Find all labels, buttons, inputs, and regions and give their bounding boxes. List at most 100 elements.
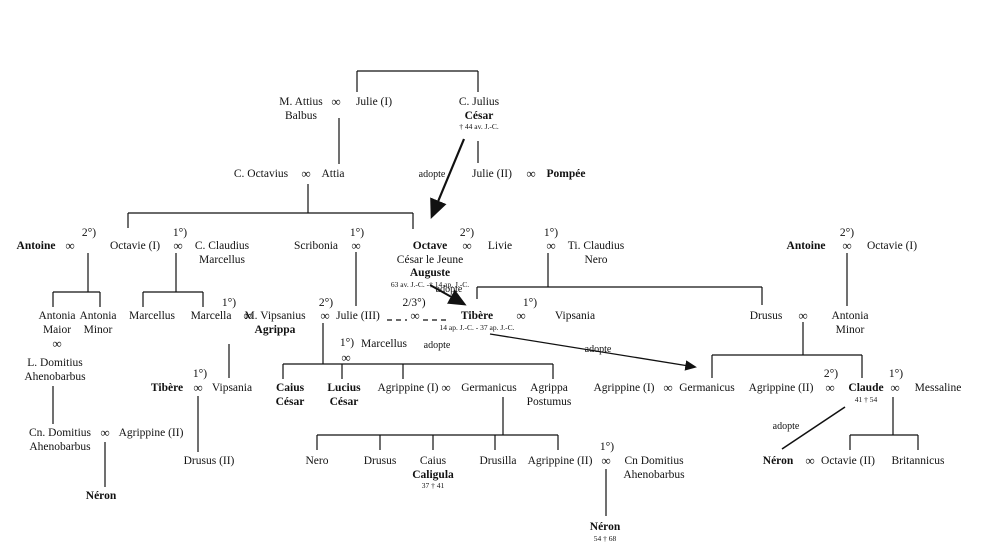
order-marcella-agrippa-text-0: 1°): [221, 297, 237, 309]
node-scribonia: Scribonia: [294, 240, 338, 254]
node-agrippine2-right: Agrippine (II): [749, 382, 814, 396]
order-tibere-vipsania-left: 1°): [193, 368, 207, 382]
order-octave-livie-text-0: 2°): [459, 227, 475, 239]
node-octavie1-right: Octavie (I): [867, 240, 917, 254]
order-octavie1-claudius: 1°): [173, 227, 187, 241]
node-vipsania-main: Vipsania: [555, 310, 595, 324]
order-octave-livie: 2°): [460, 227, 474, 241]
marriage-agrippine2-claude: ∞: [825, 381, 834, 395]
marriage-octave-livie: ∞: [462, 239, 471, 253]
order-scribonia-octave-text-0: 1°): [349, 227, 365, 239]
node-m-attius-balbus-text-1: Balbus: [285, 109, 317, 122]
order-tibere-vipsania-left-text-0: 1°): [192, 368, 208, 380]
node-tibere-emperor-text-1: 14 ap. J.-C. - 37 ap. J.-C.: [439, 322, 515, 332]
node-livie: Livie: [488, 240, 512, 254]
node-caius-cesar-text-1: César: [275, 395, 305, 408]
node-cn-domitius-right-text-1: Ahenobarbus: [623, 468, 685, 481]
node-antonia-maior-text-1: Maior: [42, 323, 72, 336]
node-drusus-son-text-0: Drusus: [363, 455, 397, 467]
node-livie-text-0: Livie: [487, 240, 513, 252]
node-antonia-minor-right-text-0: Antonia: [831, 310, 869, 322]
marriage-octavius-attia: ∞: [301, 167, 310, 181]
label-adopte-tibere-germanicus-text-0: adopte: [584, 344, 612, 355]
node-germanicus-left-text-0: Germanicus: [461, 382, 517, 394]
marriage-julie2-pompee: ∞: [526, 167, 535, 181]
marriage-julie3-tibere-text-0: ∞: [410, 308, 420, 323]
node-c-julius-cesar-text-0: C. Julius: [458, 96, 500, 108]
node-octave-auguste-text-2: Auguste: [409, 267, 451, 279]
node-agrippine1-right: Agrippine (I): [594, 382, 655, 396]
node-c-claudius-marcellus-text-0: C. Claudius: [194, 240, 250, 252]
node-britannicus-text-0: Britannicus: [891, 455, 945, 467]
marriage-agrippine2-claude-text-0: ∞: [825, 380, 835, 395]
node-antoine-right: Antoine: [787, 240, 826, 254]
node-drusus-2: Drusus (II): [184, 455, 235, 469]
node-c-octavius-text-0: C. Octavius: [233, 168, 289, 180]
node-caligula-text-0: Caius: [419, 455, 447, 467]
node-agrippine1-left-text-0: Agrippine (I): [377, 382, 439, 394]
node-antoine-left: Antoine: [17, 240, 56, 254]
node-messaline: Messaline: [915, 382, 962, 396]
label-adopte-left: adopte: [424, 340, 451, 351]
marriage-livie-nero: ∞: [546, 239, 555, 253]
node-antoine-left-text-0: Antoine: [16, 240, 56, 252]
node-marcellus-son: Marcellus: [129, 310, 175, 324]
node-octave-auguste-text-3: 63 av. J.-C. -† 14 ap. J.-C.: [390, 279, 470, 289]
node-cn-domitius-left-text-1: Ahenobarbus: [29, 440, 91, 453]
marriage-julie3-tibere: ∞: [410, 309, 419, 323]
node-agrippine2-center-text-0: Agrippine (II): [527, 455, 593, 467]
node-julie-3-text-0: Julie (III): [336, 310, 380, 322]
node-drusus-elder: Drusus: [750, 310, 783, 324]
node-vipsania-left-text-0: Vipsania: [211, 382, 253, 394]
node-octavie1-left: Octavie (I): [110, 240, 160, 254]
marriage-scribonia-octave-text-0: ∞: [351, 238, 361, 253]
node-agrippine1-right-text-0: Agrippine (I): [593, 382, 655, 394]
node-tibere-emperor-text-0: Tibère: [460, 310, 494, 322]
node-marcellus-son-text-0: Marcellus: [129, 310, 175, 322]
node-germanicus-right-text-0: Germanicus: [679, 382, 735, 394]
order-scribonia-octave: 1°): [350, 227, 364, 241]
label-adopte-claude-neron-text-0: adopte: [772, 421, 800, 432]
node-drusus-elder-text-0: Drusus: [749, 310, 783, 322]
label-adopte-auguste-tibere: adopte: [436, 284, 463, 295]
node-drusilla: Drusilla: [479, 455, 516, 469]
marriage-antoine-octavie1-right: ∞: [842, 239, 851, 253]
order-agrippa-julie3-text-0: 2°): [318, 297, 334, 309]
node-messaline-text-0: Messaline: [914, 382, 962, 394]
node-antonia-minor-right-text-1: Minor: [835, 323, 865, 336]
marriage-agrippine1-germanicus-right-text-0: ∞: [663, 380, 673, 395]
label-adopte-cesar-octave-text-0: adopte: [418, 169, 446, 180]
node-agrippine1-left: Agrippine (I): [378, 382, 439, 396]
node-marcella: Marcella: [191, 310, 232, 324]
marriage-tibere-vipsania-text-0: ∞: [516, 308, 526, 323]
node-vipsania-main-text-0: Vipsania: [554, 310, 596, 322]
marriage-marcella-agrippa: ∞: [243, 309, 252, 323]
node-claude-text-0: Claude: [848, 382, 884, 394]
node-julie-2-text-0: Julie (II): [472, 168, 512, 180]
node-tibere-left-text-0: Tibère: [150, 382, 184, 394]
node-c-julius-cesar-text-2: † 44 av. J.-C.: [459, 122, 499, 131]
order-agrippine2-cndomitius: 1°): [600, 441, 614, 455]
node-agrippa-postumus-text-0: Agrippa: [530, 382, 568, 394]
adoption-arrow-cesar-octave: [430, 138, 466, 220]
order-julie3-marcellus-text-0: 1°): [339, 337, 355, 349]
node-l-domitius-ahenobarbus-text-0: L. Domitius: [27, 357, 83, 369]
node-m-attius-balbus-text-0: M. Attius: [279, 96, 323, 108]
order-claude-messaline-text-0: 1°): [888, 368, 904, 380]
order-agrippine2-cndomitius-text-0: 1°): [599, 441, 615, 453]
marriage-octave-livie-text-0: ∞: [462, 238, 472, 253]
marriage-neron-octavie2: ∞: [805, 454, 814, 468]
order-livie-nero: 1°): [544, 227, 558, 241]
node-pompee: Pompée: [547, 168, 586, 182]
